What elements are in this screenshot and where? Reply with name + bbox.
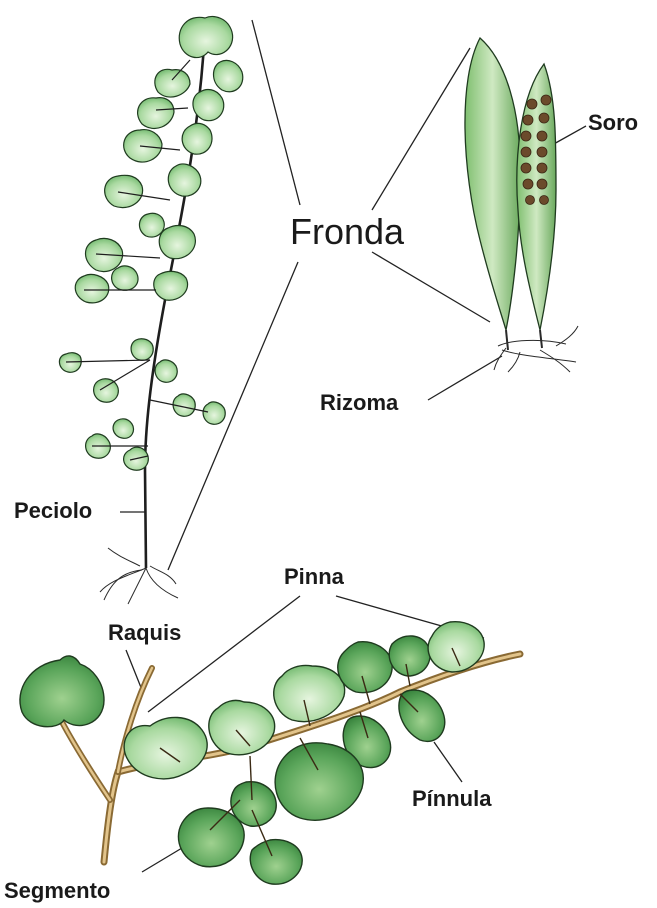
label-pinna: Pinna [284,566,344,588]
pinna-branch-illustration [20,622,520,884]
leader-raquis [126,650,142,690]
rhizome-roots-left [100,548,178,604]
label-segmento: Segmento [4,880,110,902]
leader-soro [552,126,586,145]
frond-pinnules [59,17,242,471]
label-peciolo: Peciolo [14,500,92,522]
pinnae-leaves [20,622,484,884]
label-raquis: Raquis [108,622,181,644]
label-soro: Soro [588,112,638,134]
leader-segmento [142,848,182,872]
label-rizoma: Rizoma [320,392,398,414]
leader-fronda-top-left [252,20,300,205]
leader-fronda-top-right [372,48,470,210]
sterile-blade [465,38,520,330]
label-pinnula: Pínnula [412,788,491,810]
leader-pinnula [434,742,462,782]
label-fronda: Fronda [290,214,404,250]
leader-fronda-bottom-right [372,252,490,322]
leader-rizoma [428,356,502,400]
tongue-fern-illustration [465,38,578,372]
